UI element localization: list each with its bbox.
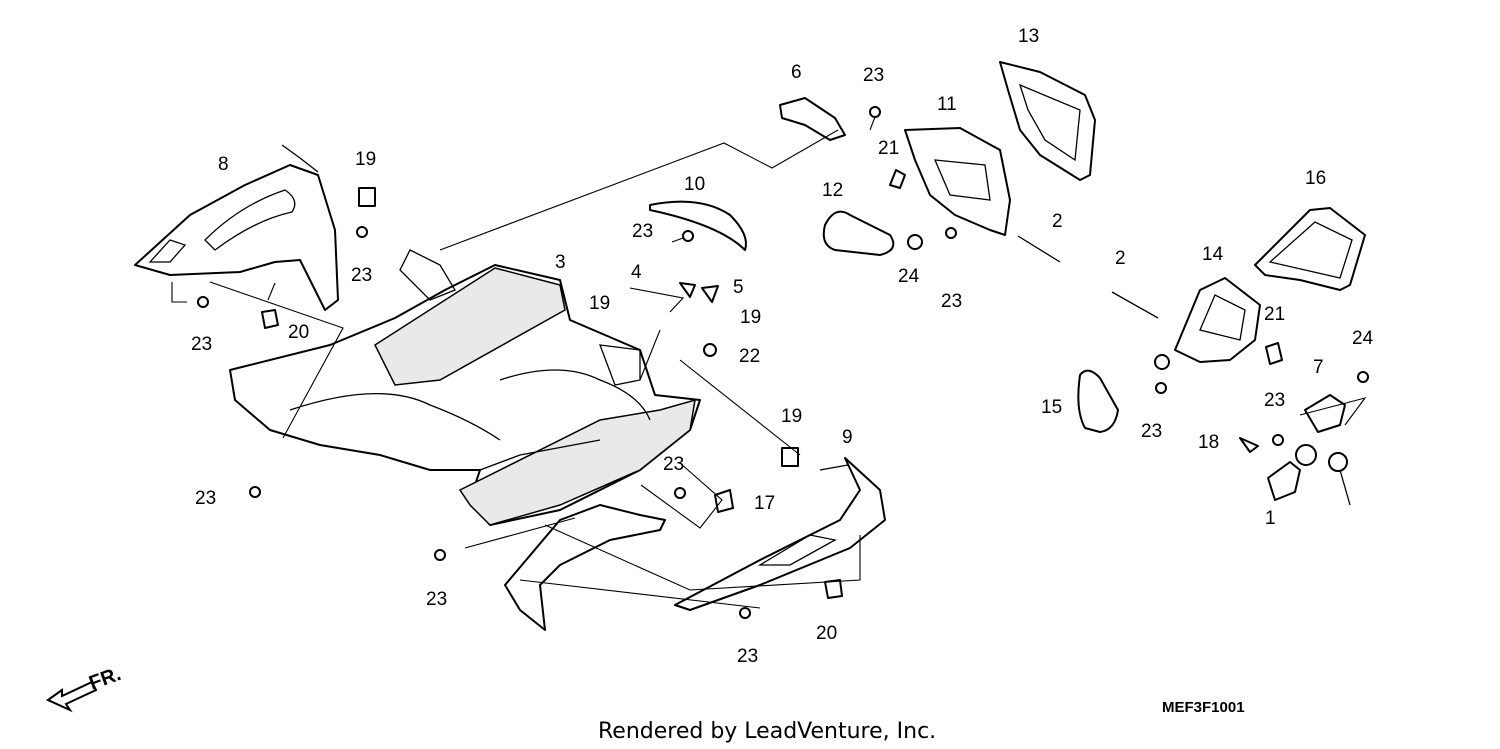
callout-8: 8 <box>218 154 229 175</box>
callout-21a: 21 <box>878 138 899 159</box>
callout-10: 10 <box>684 174 705 195</box>
part-10-trim <box>649 200 747 251</box>
callout-19c: 19 <box>740 307 761 328</box>
callout-23g: 23 <box>737 646 758 667</box>
callout-2b: 2 <box>1115 248 1126 269</box>
callout-23f: 23 <box>426 589 447 610</box>
callout-12: 12 <box>822 180 843 201</box>
callout-9: 9 <box>842 427 853 448</box>
part-12-seal <box>822 210 895 256</box>
callout-23l: 24 <box>1352 328 1374 349</box>
callout-23d: 23 <box>351 265 372 286</box>
callout-5: 5 <box>733 277 744 298</box>
callout-15: 15 <box>1041 397 1062 418</box>
callout-16: 16 <box>1305 168 1326 189</box>
credit-text: Rendered by LeadVenture, Inc. <box>598 719 936 744</box>
callout-2: 2 <box>1052 211 1063 232</box>
callout-18: 18 <box>1198 432 1219 453</box>
part-16-lid <box>1254 207 1366 291</box>
callout-23b: 23 <box>632 221 653 242</box>
callout-11: 11 <box>937 94 957 115</box>
part-3-inner-cover <box>229 249 701 526</box>
callout-23e: 23 <box>195 488 216 509</box>
part-15-seal <box>1077 369 1119 433</box>
callout-23k: 23 <box>1264 390 1285 411</box>
callout-17: 17 <box>754 493 775 514</box>
callout-19d: 19 <box>781 406 802 427</box>
callout-13: 13 <box>1018 26 1039 47</box>
callout-6: 6 <box>791 62 802 83</box>
callout-20a: 20 <box>288 322 309 343</box>
callout-24a: 24 <box>898 266 920 287</box>
callout-labels: 1 2 2 3 4 5 6 7 8 9 10 11 12 13 14 15 16… <box>191 26 1374 667</box>
callout-23c: 23 <box>191 334 212 355</box>
callout-23j: 23 <box>1141 421 1162 442</box>
callout-1: 1 <box>1265 508 1276 529</box>
callout-23a: 23 <box>863 65 884 86</box>
direction-label: FR. <box>86 663 124 695</box>
fasteners <box>197 106 1369 619</box>
callout-14: 14 <box>1202 244 1224 265</box>
part-2-rod-a <box>1017 235 1061 263</box>
part-11-pocket-lid <box>904 127 1011 236</box>
callout-23h: 23 <box>663 454 684 475</box>
callout-3: 3 <box>555 252 566 273</box>
callout-7: 7 <box>1313 357 1324 378</box>
drawing-code: MEF3F1001 <box>1162 699 1245 716</box>
part-6-bracket <box>779 97 846 141</box>
front-direction-arrow: FR. <box>46 663 124 713</box>
callout-19a: 19 <box>355 149 376 170</box>
part-2-rod-b <box>1111 291 1159 319</box>
part-9-right-cover <box>504 457 886 631</box>
callout-23i: 23 <box>941 291 962 312</box>
part-1-7-switch <box>1267 394 1351 506</box>
part-13-lid <box>999 61 1096 181</box>
callout-21b: 21 <box>1264 304 1285 325</box>
callout-20b: 20 <box>816 623 837 644</box>
part-14-pocket <box>1174 277 1261 363</box>
callout-22: 22 <box>739 346 760 367</box>
callout-19b: 19 <box>589 293 610 314</box>
part-8-left-cover <box>134 144 339 311</box>
callout-4: 4 <box>631 262 642 283</box>
leader-lines <box>171 129 1367 609</box>
